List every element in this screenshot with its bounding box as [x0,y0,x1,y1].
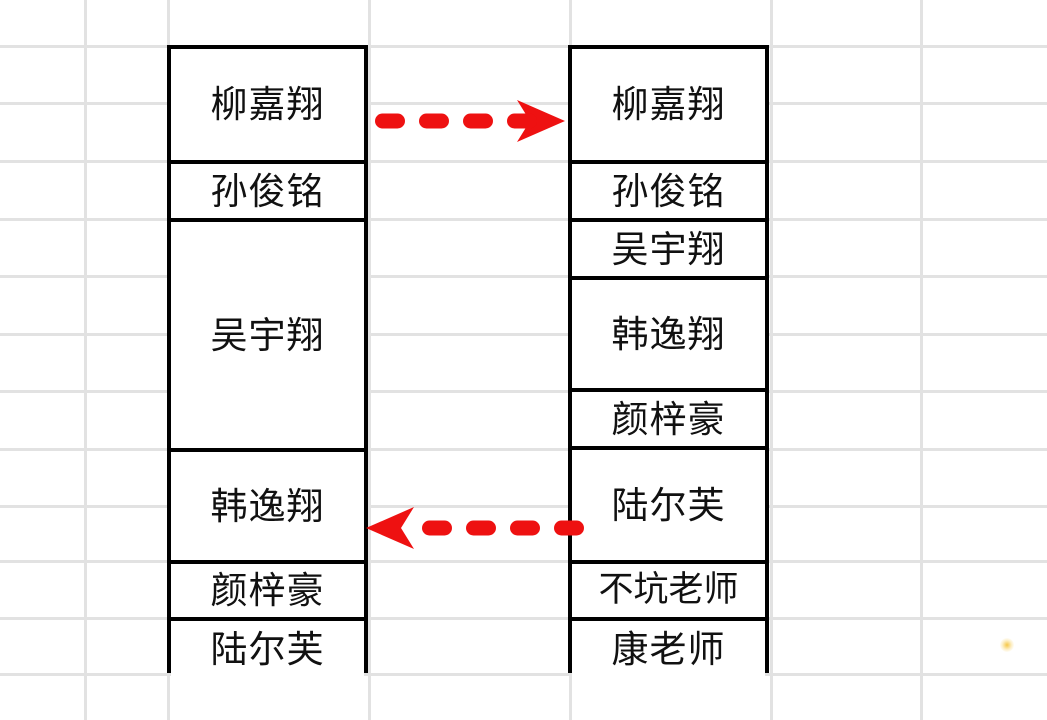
original-name-cell-3[interactable]: 韩逸翔 [171,452,364,564]
updated-name-cell-5[interactable]: 陆尔芙 [572,450,765,564]
grid-row-line-11 [0,673,1047,676]
updated-name-cell-label-4: 颜梓豪 [611,397,726,441]
arrow-head [517,100,565,142]
updated-name-cell-label-0: 柳嘉翔 [611,83,726,126]
arrow-dash-0 [375,113,405,129]
grid-col-line-5 [920,0,923,720]
original-name-cell-label-1: 孙俊铭 [210,169,325,213]
original-name-list-table[interactable]: 柳嘉翔孙俊铭吴宇翔韩逸翔颜梓豪陆尔芙 [167,45,368,677]
original-name-cell-2[interactable]: 吴宇翔 [171,222,364,452]
grid-row-line-6 [0,390,1047,393]
arrow-dash-1 [466,520,496,536]
grid-col-line-4 [770,0,773,720]
updated-name-cell-label-2: 吴宇翔 [611,227,726,271]
grid-row-line-9 [0,560,1047,563]
original-name-cell-label-2: 吴宇翔 [210,313,325,357]
original-name-cell-1[interactable]: 孙俊铭 [171,164,364,222]
arrow-dash-3 [507,113,537,129]
updated-name-cell-0[interactable]: 柳嘉翔 [572,49,765,164]
original-name-cell-0[interactable]: 柳嘉翔 [171,49,364,164]
grid-col-line-2 [368,0,371,720]
updated-name-cell-4[interactable]: 颜梓豪 [572,392,765,450]
updated-name-cell-label-6: 不坑老师 [598,570,739,610]
original-name-cell-label-4: 颜梓豪 [210,569,325,612]
updated-name-cell-label-3: 韩逸翔 [611,312,726,356]
grid-row-line-2 [0,160,1047,163]
original-name-cell-label-0: 柳嘉翔 [210,83,325,126]
original-name-cell-label-5: 陆尔芙 [210,627,325,671]
updated-name-cell-label-5: 陆尔芙 [611,483,726,527]
updated-name-cell-label-7: 康老师 [611,627,726,671]
arrow-dash-2 [510,520,540,536]
updated-name-list-table[interactable]: 柳嘉翔孙俊铭吴宇翔韩逸翔颜梓豪陆尔芙不坑老师康老师 [568,45,769,677]
original-name-cell-5[interactable]: 陆尔芙 [171,621,364,677]
updated-name-cell-3[interactable]: 韩逸翔 [572,280,765,392]
updated-name-cell-2[interactable]: 吴宇翔 [572,222,765,280]
updated-name-cell-6[interactable]: 不坑老师 [572,564,765,621]
updated-name-cell-7[interactable]: 康老师 [572,621,765,677]
arrow-dash-1 [419,113,449,129]
updated-name-cell-label-1: 孙俊铭 [611,169,726,213]
grid-col-line-0 [84,0,87,720]
grid-row-line-3 [0,218,1047,221]
grid-row-line-5 [0,333,1047,336]
arrow-right-top-icon [375,100,565,142]
arrow-dash-3 [554,520,584,536]
grid-row-line-7 [0,448,1047,451]
grid-row-line-4 [0,275,1047,278]
original-name-cell-4[interactable]: 颜梓豪 [171,564,364,621]
original-name-cell-label-3: 韩逸翔 [210,484,325,528]
arrow-dash-0 [422,520,452,536]
arrow-left-bottom-icon [366,507,584,549]
stray-yellow-dot [1000,638,1014,652]
updated-name-cell-1[interactable]: 孙俊铭 [572,164,765,222]
arrow-head [366,507,414,549]
grid-row-line-0 [0,45,1047,48]
grid-row-line-10 [0,617,1047,620]
arrow-dash-2 [463,113,493,129]
